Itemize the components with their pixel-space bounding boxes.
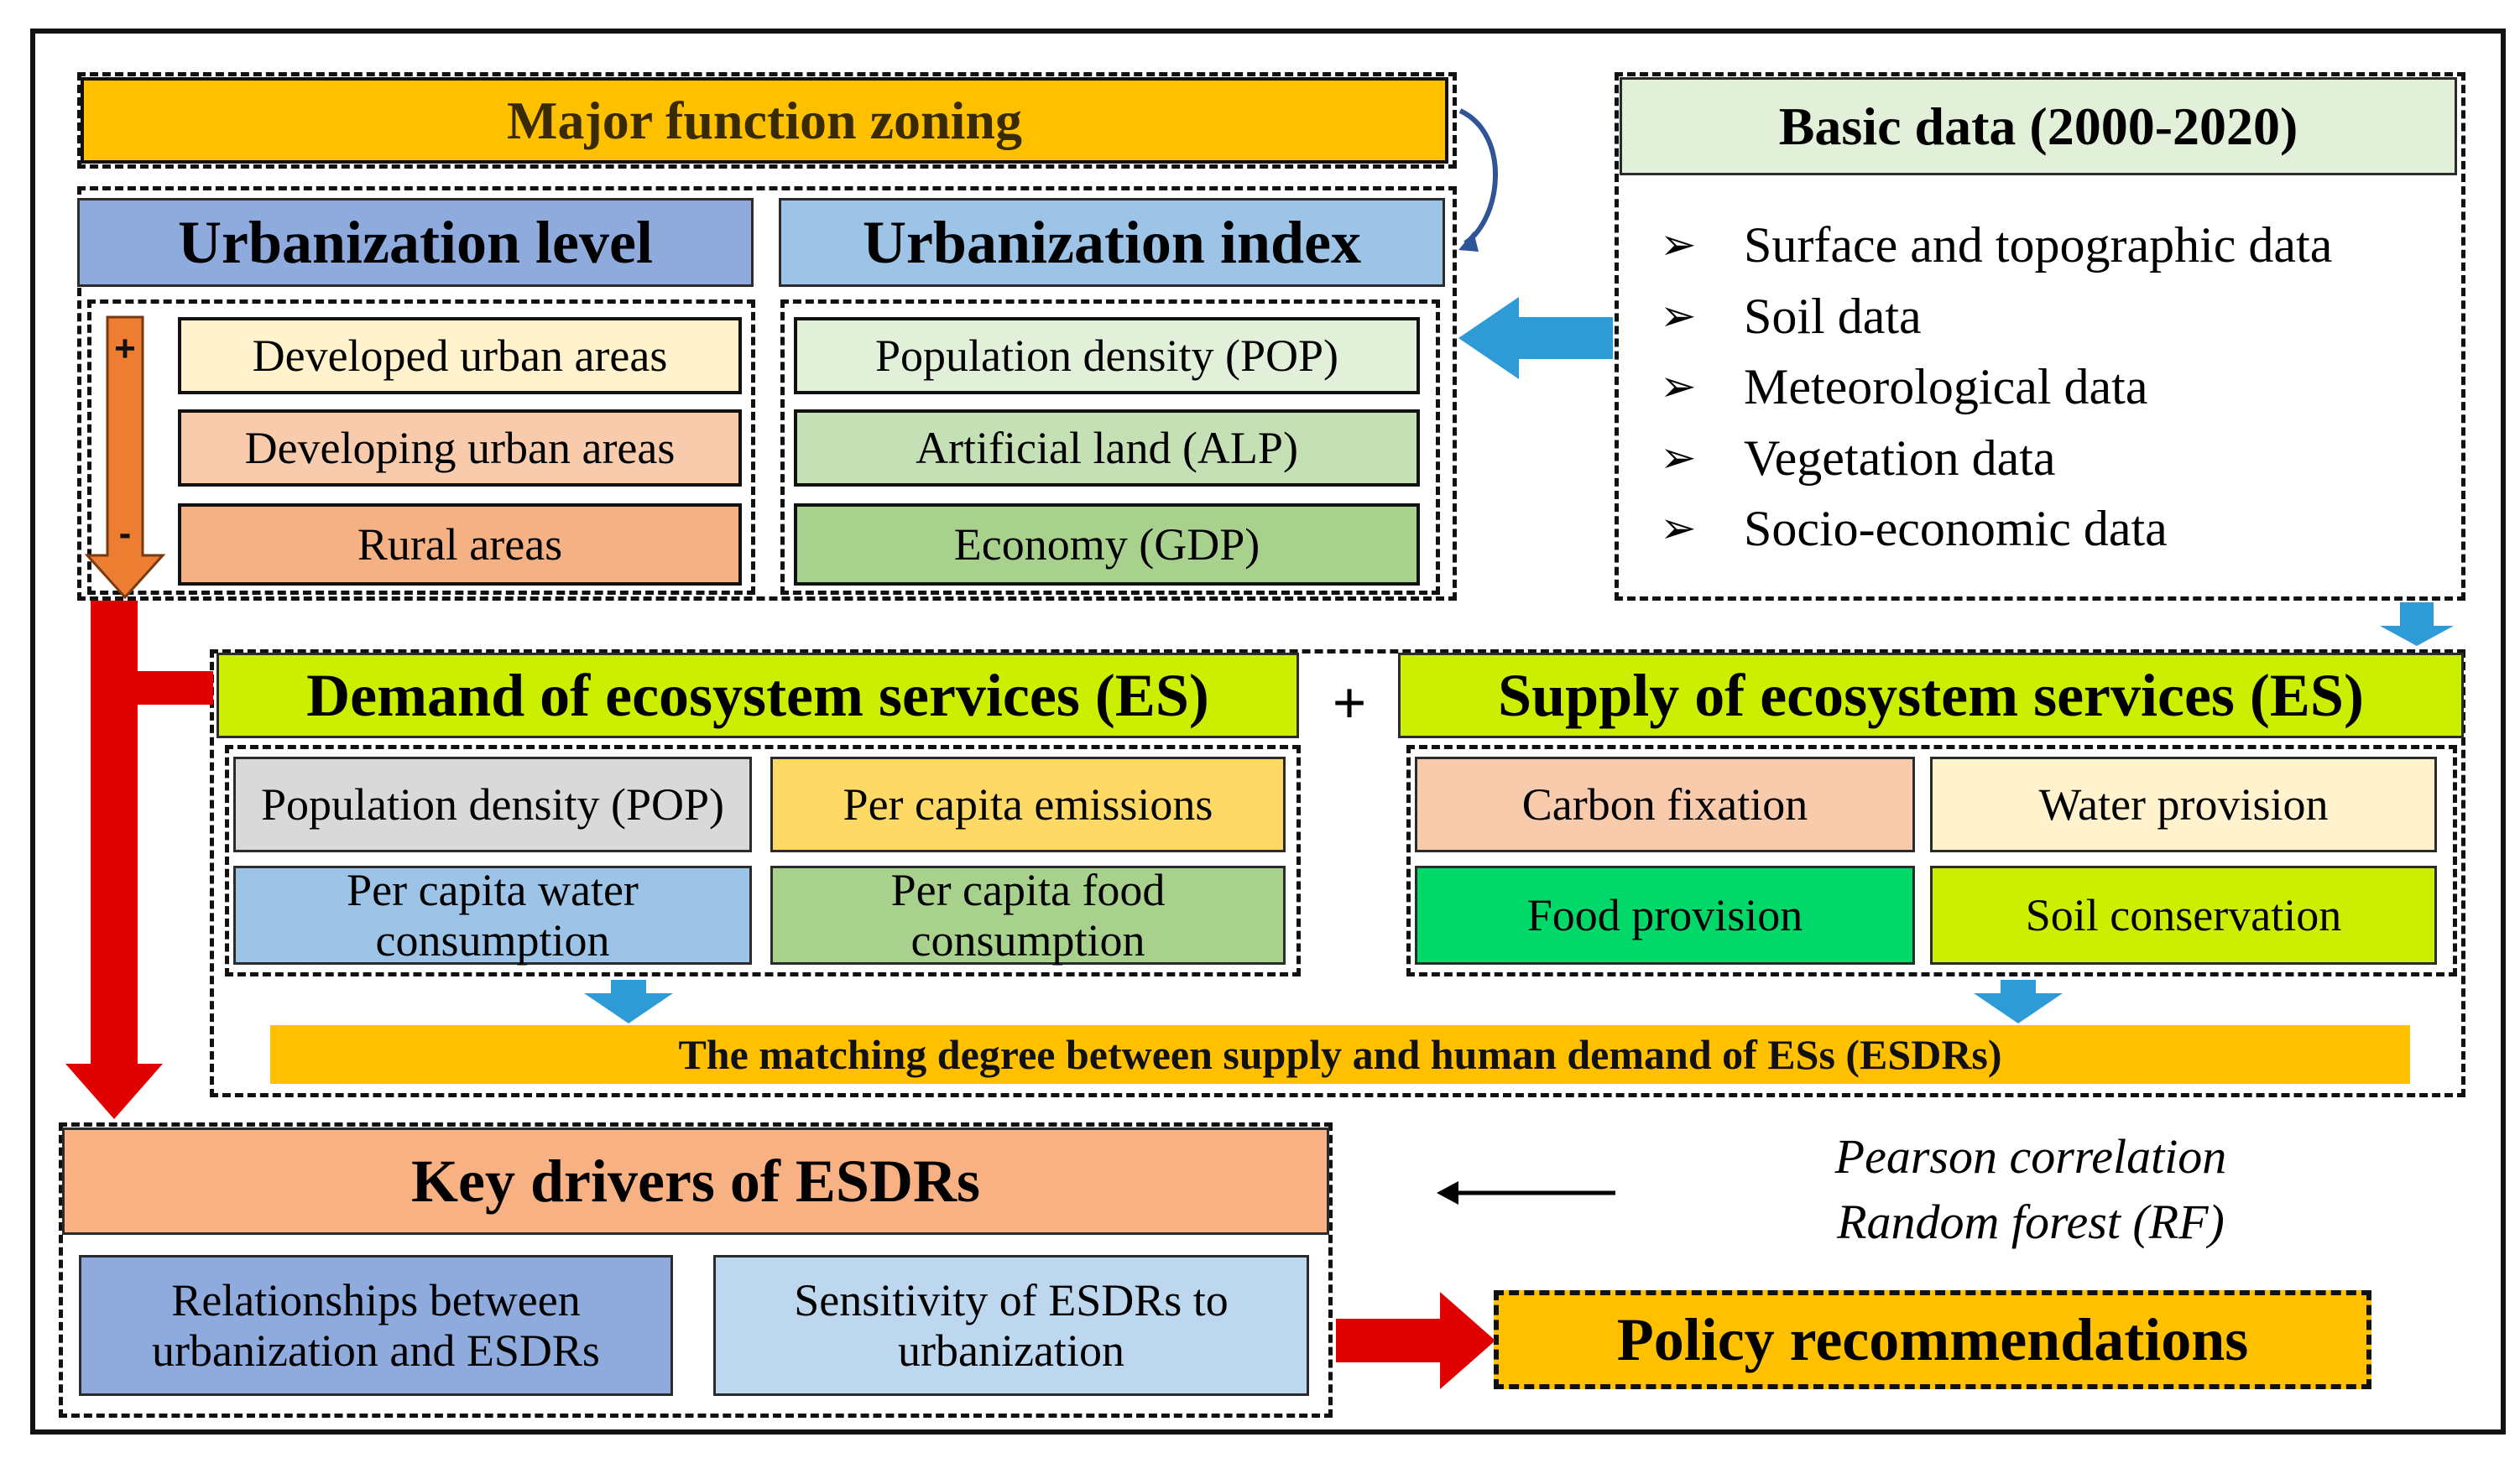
plus-gradient-label: + — [114, 328, 136, 370]
water-provision-box: Water provision — [1930, 757, 2437, 852]
diagram-frame — [30, 29, 2506, 1435]
arrowhead-bullet-icon: ➢ — [1660, 362, 1697, 412]
sensitivity-box: Sensitivity of ESDRs to urbanization — [713, 1255, 1309, 1396]
arrowhead-bullet-icon: ➢ — [1660, 220, 1697, 270]
arrowhead-bullet-icon: ➢ — [1660, 503, 1697, 554]
carbon-fixation-box: Carbon fixation — [1415, 757, 1915, 852]
red-arrow-right — [1336, 1292, 1495, 1389]
urbanization-level-inner — [87, 299, 755, 595]
urbanization-level-header: Urbanization level — [77, 198, 754, 287]
list-item: ➢Soil data — [1660, 281, 2457, 352]
developed-urban-areas-box: Developed urban areas — [178, 317, 742, 394]
orange-gradient-arrow — [84, 315, 166, 600]
food-provision-box: Food provision — [1415, 866, 1915, 965]
economy-index-box: Economy (GDP) — [794, 503, 1420, 586]
basic-data-list: ➢Surface and topographic data ➢Soil data… — [1660, 210, 2457, 565]
rural-areas-box: Rural areas — [178, 503, 742, 586]
minus-gradient-label: - — [118, 513, 132, 555]
arrowhead-bullet-icon: ➢ — [1660, 432, 1697, 483]
methods-arrowhead — [1437, 1181, 1458, 1205]
urbanization-index-header: Urbanization index — [779, 198, 1445, 287]
curved-connector-arrow — [1458, 108, 1498, 246]
per-capita-emissions-box: Per capita emissions — [770, 757, 1286, 852]
basic-data-header: Basic data (2000-2020) — [1620, 77, 2457, 175]
supply-header: Supply of ecosystem services (ES) — [1398, 653, 2464, 738]
methods-text: Pearson correlation Random forest (RF) — [1712, 1124, 2350, 1255]
demand-inner — [225, 745, 1301, 976]
relationships-box: Relationships between urbanization and E… — [79, 1255, 673, 1396]
red-branch-connector — [138, 671, 213, 705]
red-arrow-down — [65, 601, 163, 1119]
key-drivers-header: Key drivers of ESDRs — [62, 1127, 1329, 1235]
demand-header: Demand of ecosystem services (ES) — [217, 653, 1299, 738]
policy-recommendations-box: Policy recommendations — [1494, 1290, 2371, 1389]
plus-sign: + — [1332, 669, 1367, 737]
per-capita-food-consumption-box: Per capita food consumption — [770, 865, 1286, 966]
blue-arrow-left — [1458, 297, 1613, 379]
soil-conservation-box: Soil conservation — [1930, 866, 2437, 965]
developing-urban-areas-box: Developing urban areas — [178, 409, 742, 487]
list-item: ➢Vegetation data — [1660, 423, 2457, 494]
ecosystem-services-group — [210, 649, 2465, 1097]
blue-arrow-down-demand — [584, 980, 673, 1023]
matching-degree-bar: The matching degree between supply and h… — [270, 1025, 2410, 1084]
basic-data-group — [1615, 72, 2465, 601]
method-pearson: Pearson correlation — [1834, 1129, 2227, 1184]
curved-connector-arrowhead — [1458, 232, 1479, 252]
blue-arrow-down-supply-2 — [1974, 980, 2063, 1023]
major-function-zoning-box: Major function zoning — [81, 77, 1448, 164]
per-capita-water-consumption-box: Per capita water consumption — [233, 865, 752, 966]
list-item: ➢Surface and topographic data — [1660, 210, 2457, 281]
list-item: ➢Meteorological data — [1660, 351, 2457, 423]
urbanization-index-inner — [780, 299, 1440, 595]
urbanization-group — [77, 186, 1457, 601]
blue-arrow-down-supply — [2380, 602, 2454, 646]
population-density-index-box: Population density (POP) — [794, 317, 1420, 394]
method-random-forest: Random forest (RF) — [1837, 1195, 2225, 1249]
demand-population-density-box: Population density (POP) — [233, 757, 752, 852]
arrowhead-bullet-icon: ➢ — [1660, 290, 1697, 341]
key-drivers-group — [59, 1122, 1333, 1418]
artificial-land-index-box: Artificial land (ALP) — [794, 409, 1420, 487]
supply-inner — [1406, 745, 2457, 976]
list-item: ➢Socio-economic data — [1660, 493, 2457, 565]
zoning-group — [77, 72, 1457, 169]
